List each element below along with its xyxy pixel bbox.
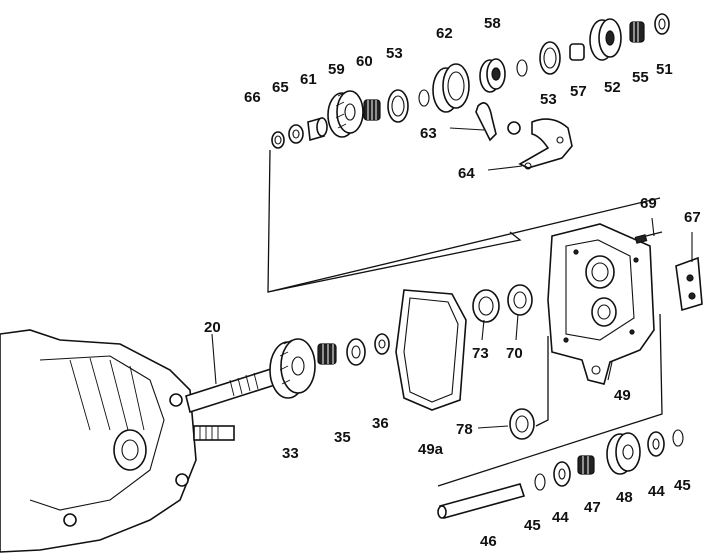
part-51-washer: [654, 13, 670, 35]
upper-assembly-bracket: [267, 149, 661, 293]
part-78-bearing: [509, 408, 535, 440]
part-45-circlip-a: [534, 473, 546, 491]
leader-lines: [211, 127, 693, 429]
part-45-circlip-b: [672, 429, 684, 447]
part-44-washer-a: [553, 461, 571, 487]
label-48: 48: [616, 489, 633, 506]
label-66: 66: [244, 89, 261, 106]
lower-assembly-bracket: [437, 313, 663, 487]
label-63: 63: [420, 125, 437, 142]
label-20: 20: [204, 319, 221, 336]
label-70: 70: [506, 345, 523, 362]
label-44-lower-right: 44: [648, 483, 665, 500]
label-35: 35: [334, 429, 351, 446]
label-45-lower-right: 45: [674, 477, 691, 494]
label-53-upper-left: 53: [386, 45, 403, 62]
part-49a-gasket: [395, 289, 467, 411]
label-36: 36: [372, 415, 389, 432]
part-44-washer-b: [647, 431, 665, 457]
label-62: 62: [436, 25, 453, 42]
part-53-synchro-ring-a: [387, 89, 409, 123]
label-59: 59: [328, 61, 345, 78]
label-64: 64: [458, 165, 475, 182]
part-65-washer: [288, 124, 304, 144]
label-51: 51: [656, 61, 673, 78]
label-55: 55: [632, 69, 649, 86]
part-46-countershaft: [438, 483, 526, 519]
label-67: 67: [684, 209, 701, 226]
label-61: 61: [300, 71, 317, 88]
part-67-bracket: [675, 256, 703, 312]
label-60: 60: [356, 53, 373, 70]
label-57: 57: [570, 83, 587, 100]
label-33: 33: [282, 445, 299, 462]
part-33-gear: [269, 338, 316, 399]
part-20-main-shaft: [185, 366, 279, 414]
label-49a: 49a: [418, 441, 444, 458]
part-49-rear-case: [547, 223, 655, 385]
label-52: 52: [604, 79, 621, 96]
main-transmission-housing: [0, 329, 235, 553]
label-73: 73: [472, 345, 489, 362]
upper-shaft-parts: [271, 13, 670, 170]
part-53-synchro-ring-b: [539, 41, 561, 75]
label-78: 78: [456, 421, 473, 438]
part-63-shift-fork: [475, 102, 497, 142]
part-55-needle-bearing: [629, 21, 645, 43]
part-57-bushing: [569, 43, 585, 61]
part-47-needle-bearing: [577, 455, 595, 475]
part-36-washer: [374, 333, 390, 355]
part-73-oil-seal: [472, 289, 500, 323]
label-49: 49: [614, 387, 631, 404]
label-58: 58: [484, 15, 501, 32]
label-53-upper-right: 53: [540, 91, 557, 108]
lower-countershaft-parts: [437, 429, 684, 519]
part-64-shift-lever: [518, 118, 573, 169]
part-66-nut: [271, 131, 285, 149]
part-69-bolt: [634, 231, 663, 244]
label-44-lower-left: 44: [552, 509, 569, 526]
part-35-washer: [346, 338, 366, 366]
label-46: 46: [480, 533, 497, 550]
part-70-bearing: [507, 284, 533, 316]
label-47: 47: [584, 499, 601, 516]
label-65: 65: [272, 79, 289, 96]
part-labels: 66 65 61 59 60 53 62 58 53 57 52 55 51 6…: [204, 15, 701, 550]
label-69: 69: [640, 195, 657, 212]
label-45-lower-left: 45: [524, 517, 541, 534]
